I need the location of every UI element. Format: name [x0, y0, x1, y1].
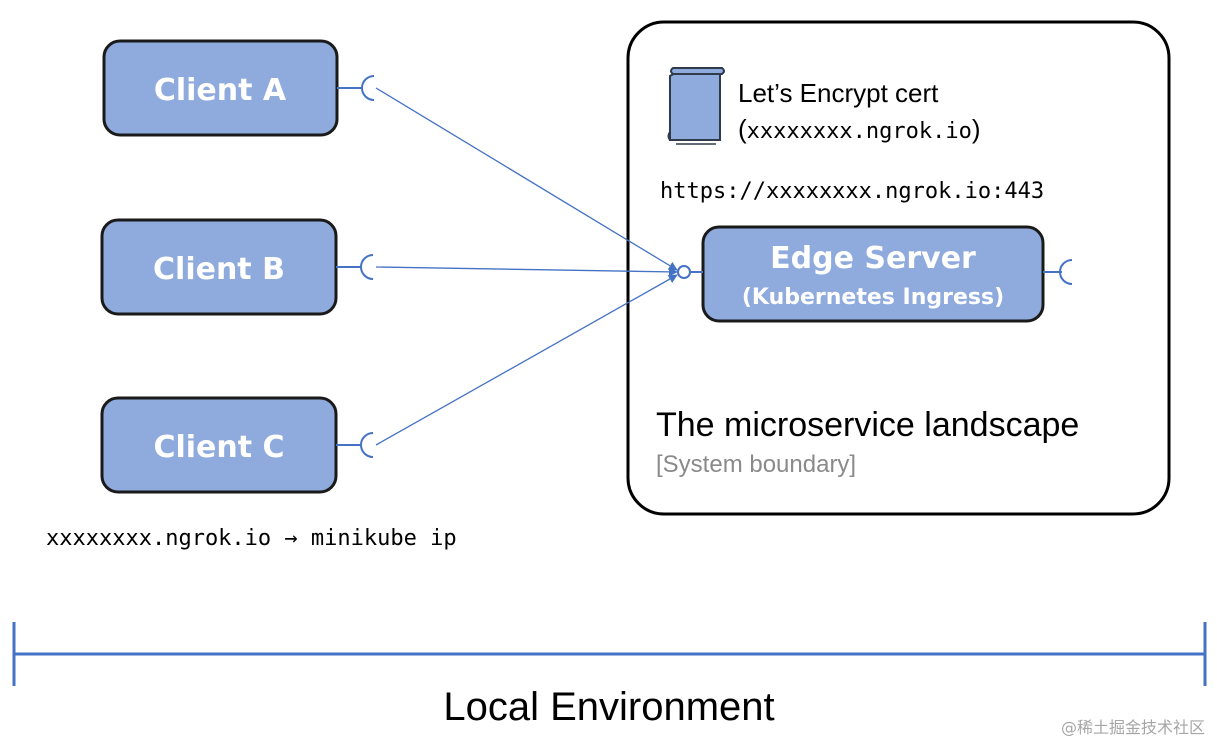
watermark: @稀土掘金技术社区	[1061, 718, 1205, 737]
client-a-label: Client A	[154, 73, 287, 108]
dns-mapping-note: xxxxxxxx.ngrok.io → minikube ip	[46, 526, 457, 551]
connection-client-c-to-edge	[375, 274, 678, 446]
system-boundary-subtitle: [System boundary]	[656, 451, 856, 478]
edge-server-outgoing-socket	[1043, 259, 1073, 285]
client-c-group: Client C	[100, 396, 374, 494]
edge-server-node	[701, 225, 1045, 323]
certificate-domain-line: (xxxxxxxx.ngrok.io)	[738, 114, 981, 144]
edge-server-title: Edge Server	[770, 241, 976, 276]
client-c-label: Client C	[153, 430, 284, 465]
client-b-label: Client B	[153, 252, 285, 287]
connection-client-a-to-edge	[375, 87, 678, 271]
edge-server-subtitle: (Kubernetes Ingress)	[742, 285, 1004, 310]
local-environment-label: Local Environment	[443, 685, 774, 729]
certificate-paren-close: )	[972, 114, 981, 144]
client-c-socket	[360, 432, 374, 458]
scroll-icon	[667, 67, 725, 145]
certificate-paren-open: (	[738, 114, 747, 144]
client-b-group: Client B	[100, 218, 374, 316]
connection-client-b-to-edge	[375, 266, 678, 277]
certificate-title: Let’s Encrypt cert	[738, 78, 939, 108]
edge-server-interface-ball	[677, 265, 691, 279]
client-a-group: Client A	[102, 39, 375, 137]
local-environment-span	[12, 622, 1207, 686]
client-a-socket	[361, 75, 375, 101]
certificate-domain: xxxxxxxx.ngrok.io	[747, 119, 972, 144]
client-b-socket	[360, 254, 374, 280]
endpoint-url: https://xxxxxxxx.ngrok.io:443	[660, 179, 1044, 204]
system-boundary-title: The microservice landscape	[656, 406, 1079, 444]
